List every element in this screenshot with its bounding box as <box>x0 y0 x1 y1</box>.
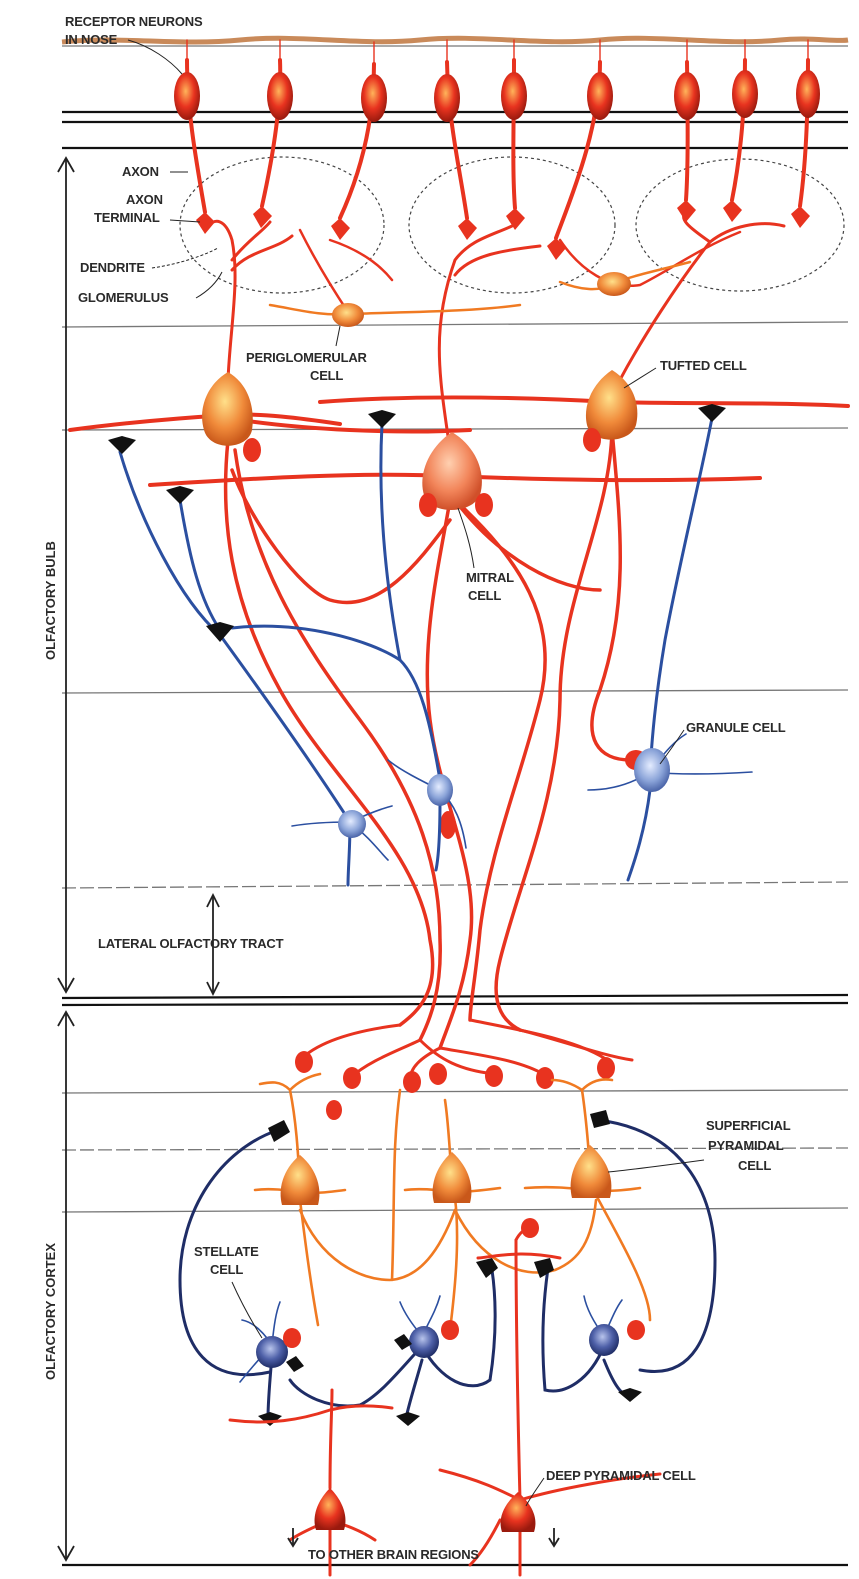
nasal-membrane <box>62 38 848 42</box>
superficial-pyramidal-cell-body <box>433 1152 472 1203</box>
axon-terminal <box>791 206 810 228</box>
periglomerular-cell-label: PERIGLOMERULAR <box>246 350 368 365</box>
layer-line <box>62 882 848 888</box>
axon-terminal-label-line2: TERMINAL <box>94 210 160 225</box>
lateral-olfactory-tract-label: LATERAL OLFACTORY TRACT <box>98 936 284 951</box>
granule-cell-body <box>427 774 453 806</box>
receptor-neuron-body <box>587 72 613 120</box>
mitral-cell-label: MITRAL <box>466 570 514 585</box>
tufted-cell-left-body <box>202 372 253 446</box>
periglomerular-cell <box>270 303 520 327</box>
stellate-cell-body <box>256 1336 288 1368</box>
deep-pyramidal-cell-body <box>315 1488 346 1530</box>
receptor-neuron-body <box>674 72 700 120</box>
granule-cell-label: GRANULE CELL <box>686 720 786 735</box>
to-other-brain-regions-label: TO OTHER BRAIN REGIONS <box>308 1547 479 1562</box>
periglomerular-cell-right <box>560 262 690 296</box>
receptor-neuron-body <box>361 74 387 122</box>
superficial-pyramidal-cell-label-line2: PYRAMIDAL <box>708 1138 784 1153</box>
receptor-neurons-label: RECEPTOR NEURONS <box>65 14 203 29</box>
superficial-pyramidal-cell-body <box>281 1155 320 1205</box>
dendrite-label: DENDRITE <box>80 260 145 275</box>
glomerulus-label: GLOMERULUS <box>78 290 169 305</box>
axon-label: AXON <box>122 164 159 179</box>
axon-terminal <box>547 238 566 260</box>
glomerular-dendrites <box>206 210 784 450</box>
boundary-line <box>62 995 848 998</box>
axon-terminal-label: AXON <box>126 192 163 207</box>
olfactory-cortex-label: OLFACTORY CORTEX <box>43 1243 58 1380</box>
stellate-cell-label-line2: CELL <box>210 1262 243 1277</box>
superficial-pyramidal-cell-label: SUPERFICIAL <box>706 1118 791 1133</box>
region-brackets <box>58 158 559 1560</box>
mitral-cell-label-line2: CELL <box>468 588 501 603</box>
stellate-cell-body <box>589 1324 619 1356</box>
layer-line <box>62 1090 848 1093</box>
layer-line <box>62 690 848 693</box>
olfactory-bulb-label: OLFACTORY BULB <box>43 541 58 660</box>
receptor-neurons-label-line2: IN NOSE <box>65 32 118 47</box>
receptor-neuron-body <box>174 72 200 120</box>
granule-cell-body <box>338 810 366 838</box>
superficial-pyramidal-cell-body <box>571 1145 612 1198</box>
axon-terminal <box>723 200 742 222</box>
receptor-neuron-body <box>796 70 820 118</box>
olfactory-cortex-network <box>180 1020 715 1575</box>
receptor-neuron-body <box>267 72 293 120</box>
deep-pyramidal-cell-label: DEEP PYRAMIDAL CELL <box>546 1468 696 1483</box>
receptor-neurons <box>174 40 820 260</box>
axon-terminal <box>331 218 350 240</box>
stellate-cell-label: STELLATE <box>194 1244 259 1259</box>
stellate-cell-body <box>409 1326 439 1358</box>
axon-terminal <box>458 218 477 240</box>
receptor-neuron-body <box>434 74 460 122</box>
periglomerular-cell-label-line2: CELL <box>310 368 343 383</box>
granule-cell-body <box>634 748 670 792</box>
receptor-neuron-body <box>732 70 758 118</box>
receptor-neuron-body <box>501 72 527 120</box>
tufted-cell-label: TUFTED CELL <box>660 358 747 373</box>
layer-line <box>62 322 848 327</box>
superficial-pyramidal-cell-label-line3: CELL <box>738 1158 771 1173</box>
